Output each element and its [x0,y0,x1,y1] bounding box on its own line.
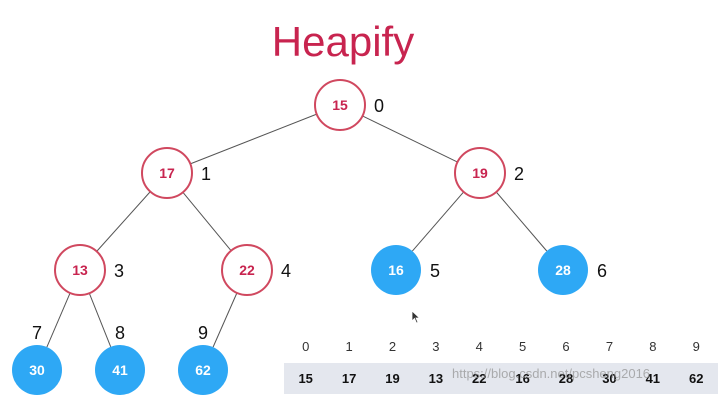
node-circle [314,79,366,131]
tree-edge [96,191,151,252]
node-index-label: 7 [32,323,42,343]
watermark: https://blog.csdn.net/pcsheng2016 [452,366,651,381]
array-index-cell: 8 [649,339,657,354]
array-value-cell: 15 [298,371,313,386]
array-value-cell: 41 [645,371,661,386]
array-value-cell: 62 [688,371,704,386]
heap-node-9: 62 [178,345,228,395]
node-index-label: 6 [597,261,607,281]
node-value: 30 [29,362,45,378]
array-value-cell: 17 [341,371,357,386]
node-value: 22 [239,262,255,278]
node-value: 15 [332,97,348,113]
node-circle [54,244,106,296]
array-value-cell: 30 [602,371,617,386]
heap-node-6: 28 [538,245,588,295]
node-index-label: 3 [114,261,124,281]
node-value: 62 [195,362,211,378]
array-index-cell: 2 [388,339,397,354]
node-circle [95,345,145,395]
tree-edge [88,293,112,347]
node-circle [454,147,506,199]
tree-edge [182,191,232,252]
array-index-row: 0 1 2 3 4 5 6 7 8 9 [284,336,718,358]
node-value: 28 [555,262,571,278]
tree-edge [46,292,71,348]
array-value-row: 15 17 19 13 22 16 28 30 41 62 [284,363,718,394]
node-value: 41 [112,362,128,378]
array-index-cell: 1 [345,339,353,354]
heap-node-7: 30 [12,345,62,395]
node-index-label: 8 [115,323,125,343]
node-circle [538,245,588,295]
node-circle [371,245,421,295]
array-value-cell: 19 [385,371,400,386]
node-value: 19 [472,165,488,181]
tree-edge [212,292,238,348]
node-index-label: 9 [198,323,208,343]
page-title: Heapify [271,18,415,65]
heap-node-0: 15 [314,79,366,131]
node-index-label: 1 [201,164,211,184]
node-circle [178,345,228,395]
node-index-label: 2 [514,164,524,184]
array-view: 0 1 2 3 4 5 6 7 8 9 15 17 19 13 22 16 28 30 41 62 [284,336,723,396]
node-circle [221,244,273,296]
node-circle [141,147,193,199]
array-value-cell: 16 [515,371,530,386]
array-index-cell: 0 [302,339,310,354]
node-index-label: 0 [374,96,384,116]
array-index-cell: 4 [475,339,483,354]
array-index-cell: 7 [605,339,614,354]
tree-edge [362,115,458,163]
heap-node-5: 16 [371,245,421,295]
node-index-label: 5 [430,261,440,281]
index-labels: 0 1 2 3 4 5 6 7 8 9 [32,96,607,343]
mouse-cursor-icon [411,310,421,324]
heap-node-3: 13 [54,244,106,296]
tree-edges [46,113,548,348]
heap-node-4: 22 [221,244,273,296]
array-value-cell: 13 [428,371,444,386]
node-index-label: 4 [281,261,291,281]
tree-edge [190,113,317,165]
array-value-cell: 28 [558,371,574,386]
array-index-cell: 9 [692,339,700,354]
tree-edge [495,191,548,252]
array-value-cell: 22 [472,371,487,386]
array-index-cell: 5 [519,339,527,354]
heap-node-1: 17 [141,147,193,199]
array-index-cell: 3 [432,339,440,354]
array-index-cell: 6 [562,339,570,354]
node-value: 16 [388,262,404,278]
heap-node-8: 41 [95,345,145,395]
tree-edge [411,191,465,252]
node-value: 13 [72,262,88,278]
heap-node-2: 19 [454,147,506,199]
node-circle [12,345,62,395]
node-value: 17 [159,165,175,181]
